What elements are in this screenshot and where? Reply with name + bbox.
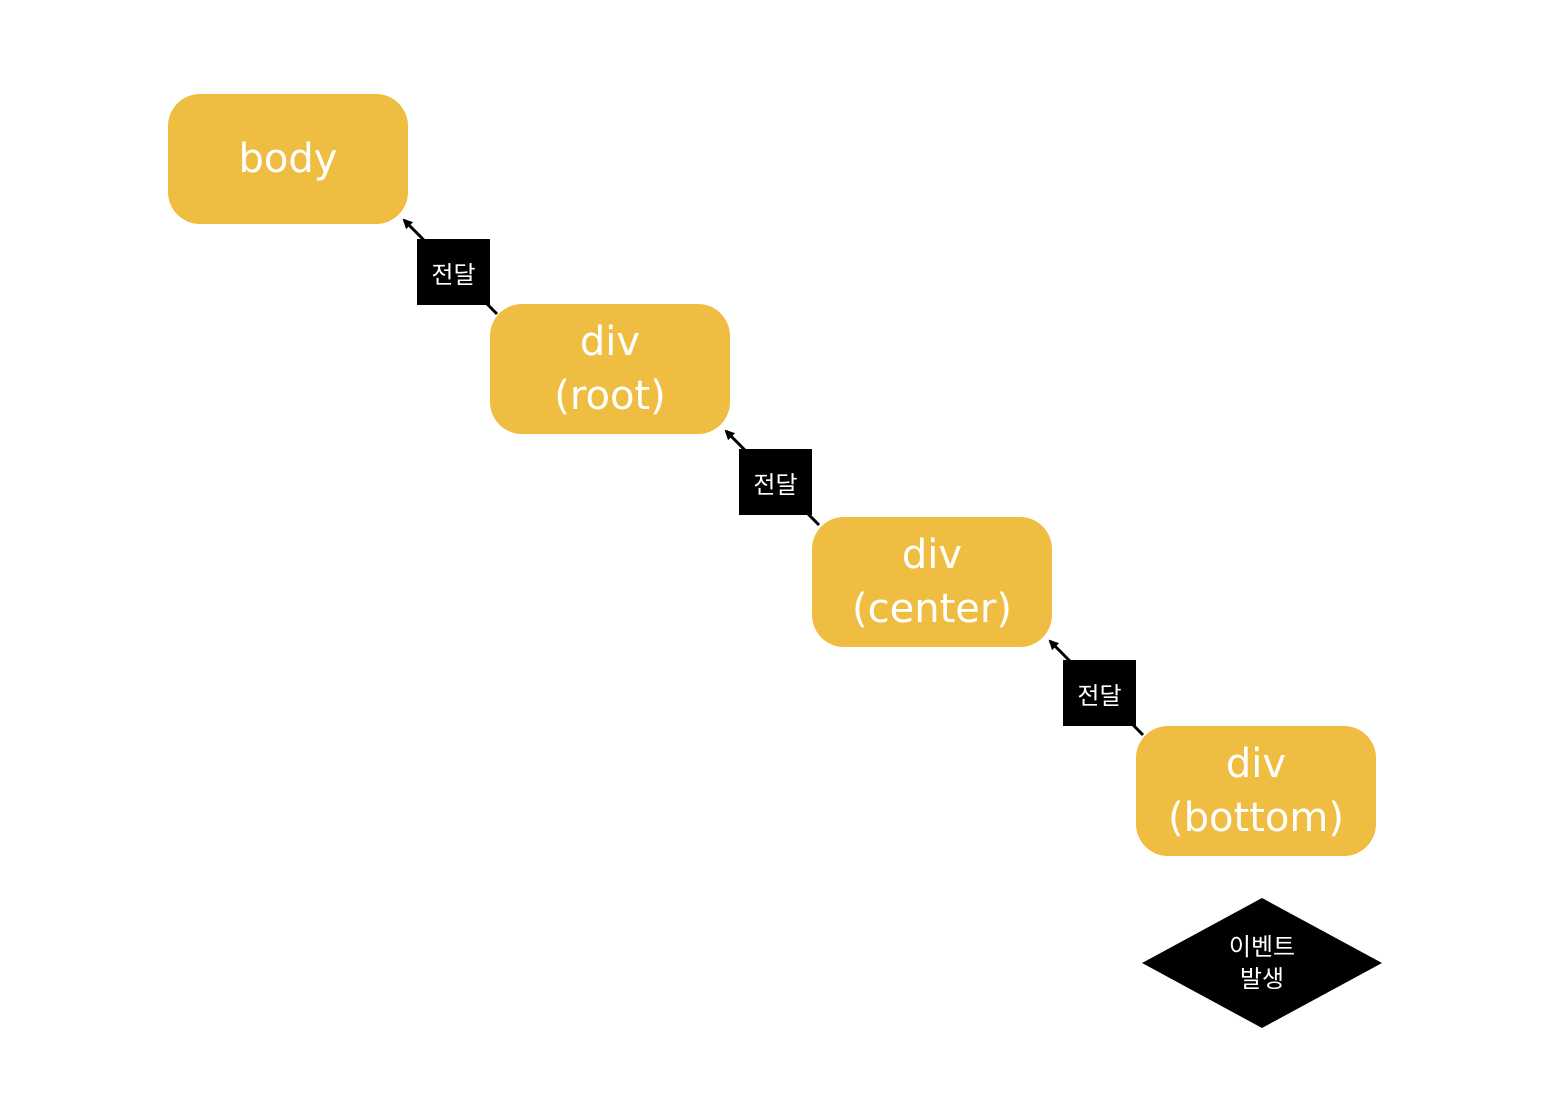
edge-label-bottom-to-center: 전달 [1063,660,1136,726]
node-div-center: div (center) [812,517,1052,647]
event-label-line1: 이벤트 [1228,933,1296,961]
node-div-bottom-label: div [1225,741,1287,787]
node-div-bottom-sublabel: (bottom) [1168,795,1344,841]
node-div-root: div (root) [490,304,730,434]
node-div-root-label: div [579,319,641,365]
node-div-center-label: div [901,532,963,578]
node-div-root-sublabel: (root) [554,373,666,419]
edge-label-root-to-body: 전달 [417,239,490,305]
node-div-bottom: div (bottom) [1136,726,1376,856]
event-label-line2: 발생 [1239,965,1285,993]
node-body-label: body [238,136,338,182]
node-div-center-sublabel: (center) [852,586,1012,632]
event-label: 이벤트 발생 [1142,898,1382,1028]
node-body: body [168,94,408,224]
event-diamond [1142,898,1382,1028]
edge-label-center-to-root: 전달 [739,449,812,515]
